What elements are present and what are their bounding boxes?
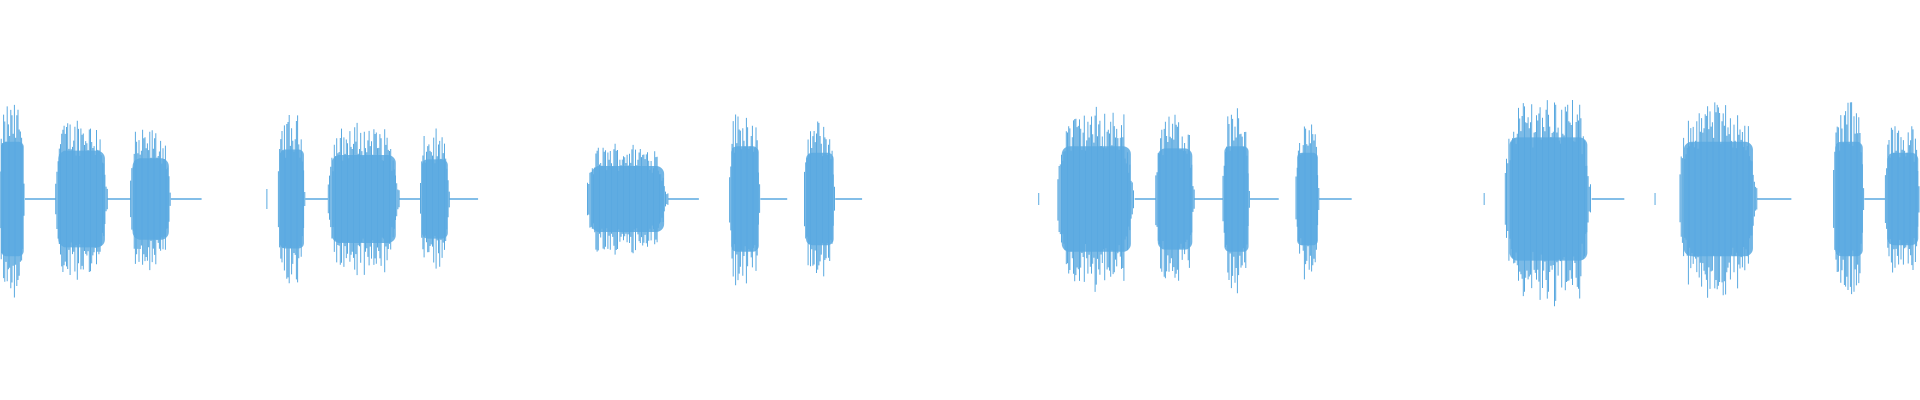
- waveform-burst: [1833, 102, 1865, 295]
- waveform-burst: [327, 122, 400, 276]
- waveform-burst: [729, 114, 761, 286]
- waveform-burst: [1884, 126, 1920, 273]
- waveform-burst: [1057, 106, 1134, 292]
- waveform-burst: [277, 115, 306, 284]
- waveform-burst: [1504, 100, 1591, 307]
- waveform-burst: [0, 104, 25, 298]
- waveform-burst: [130, 129, 171, 271]
- waveform-burst: [1222, 108, 1250, 294]
- waveform-burst: [1679, 102, 1758, 298]
- waveform-burst: [804, 121, 835, 277]
- waveform-burst: [420, 128, 450, 269]
- waveform-burst: [1295, 124, 1320, 280]
- waveform-burst: [1155, 114, 1195, 281]
- waveform-burst: [587, 143, 669, 255]
- waveform-burst: [55, 120, 108, 280]
- waveform-bursts: [0, 100, 1920, 307]
